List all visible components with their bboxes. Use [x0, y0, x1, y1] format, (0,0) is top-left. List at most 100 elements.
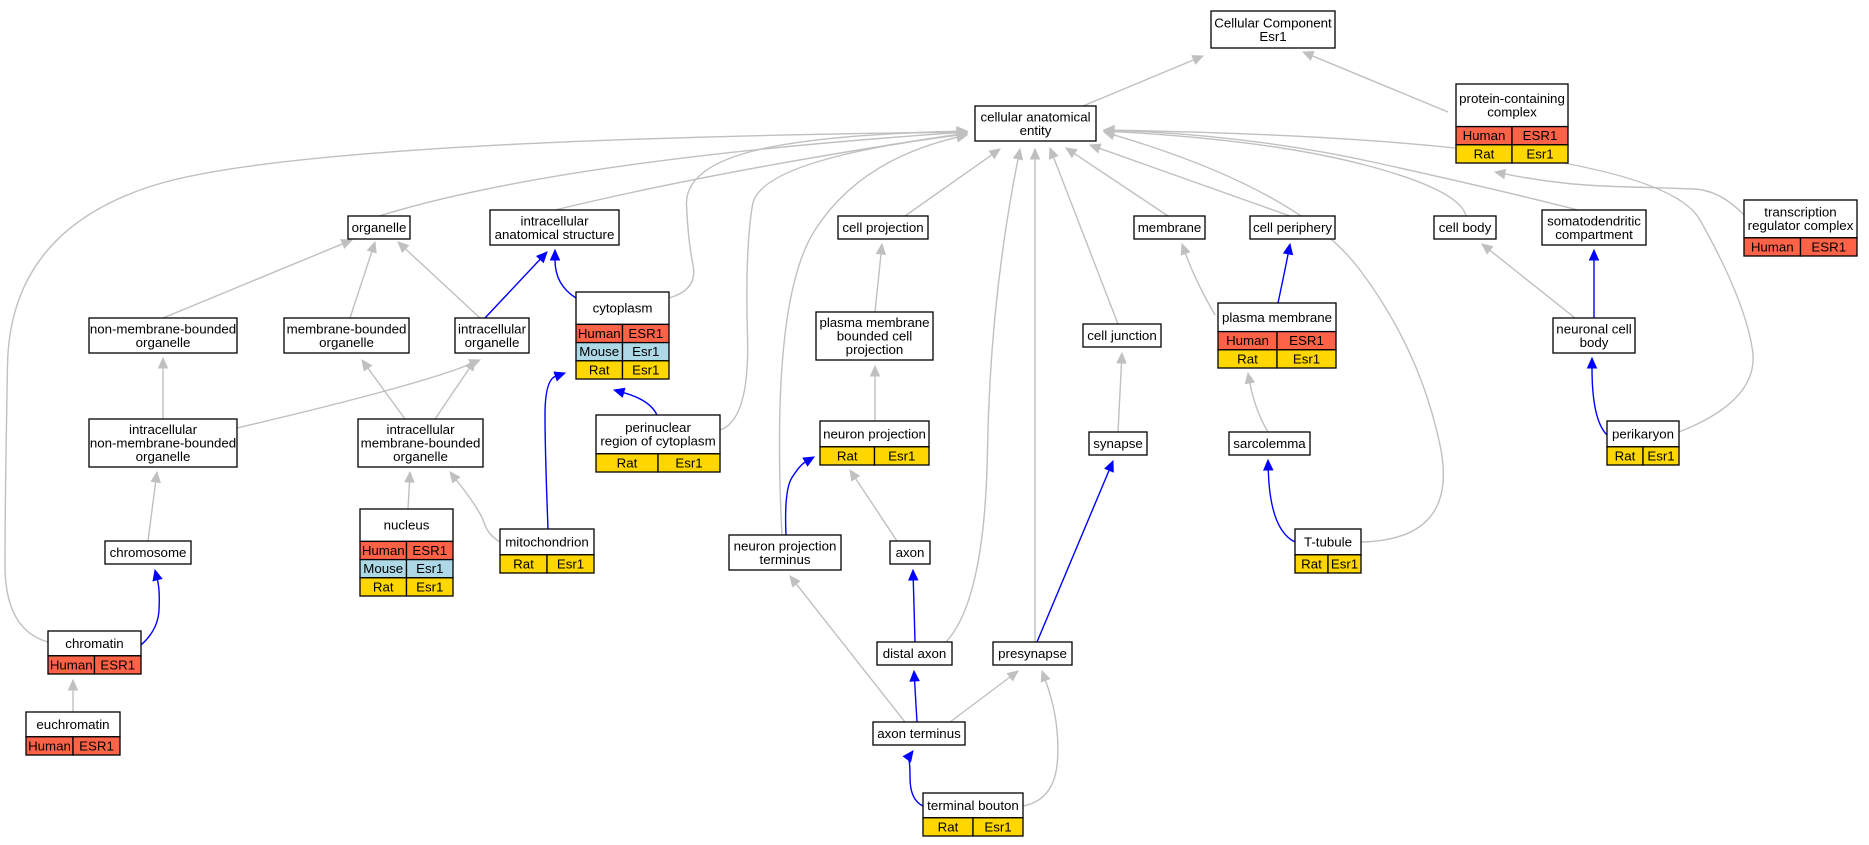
gene-cell	[621, 360, 670, 380]
node-label-line: Esr1	[1259, 29, 1286, 44]
node-label-line: sarcolemma	[1233, 436, 1306, 451]
edge-daxon-cae	[945, 147, 1024, 643]
gene-label: Esr1	[1647, 448, 1674, 463]
species-label: Rat	[1237, 351, 1258, 366]
gene-cell	[405, 577, 454, 597]
node-label-line: intracellular	[387, 422, 456, 437]
edge-imbo-io	[434, 358, 476, 420]
node-header-box	[1606, 420, 1680, 448]
node-cbody: cell body	[1433, 215, 1497, 240]
node-chromo: chromosome	[104, 540, 192, 565]
edge-presyn-cae	[1029, 147, 1041, 642]
edge-inmbo-io	[236, 359, 482, 429]
node-label-line: intracellular	[458, 321, 527, 336]
gene-label: Esr1	[632, 344, 659, 359]
node-label-line: plasma membrane	[819, 315, 929, 330]
node-label-line: anatomical structure	[495, 227, 615, 242]
node-label-line: somatodendritic	[1547, 213, 1641, 228]
node-label-line: synapse	[1093, 436, 1143, 451]
edge-imbo-mbo	[361, 359, 406, 420]
edge-presyn-syn	[1036, 459, 1114, 643]
node-header-box	[499, 528, 595, 556]
node-header-box	[1294, 528, 1362, 556]
gene-cell	[1327, 554, 1362, 574]
gene-cell	[1511, 144, 1569, 164]
gene-cell	[1642, 446, 1680, 466]
node-label-line: cell periphery	[1253, 220, 1332, 235]
species-label: Rat	[938, 819, 959, 834]
node-label-line: membrane	[1138, 220, 1202, 235]
edge-mbo-org	[349, 240, 377, 319]
node-header-box	[359, 508, 454, 543]
edge-cyto-cae	[668, 125, 969, 299]
gene-label: ESR1	[1811, 239, 1846, 254]
node-header-box	[1082, 323, 1162, 348]
node-label-line: non-membrane-bounded	[90, 436, 236, 451]
node-header-box	[88, 418, 238, 468]
edge-euchr-chromatin	[67, 678, 79, 712]
node-label-line: protein-containing	[1459, 91, 1565, 106]
node-header-box	[1217, 302, 1337, 333]
species-label: Human	[1463, 128, 1506, 143]
node-header-box	[1743, 199, 1858, 239]
edge-ncb-cbody	[1481, 243, 1576, 319]
edge-ttub-cae	[1102, 129, 1444, 543]
node-label-line: projection	[846, 342, 904, 357]
gene-label: ESR1	[79, 738, 114, 753]
edge-np-pmbcp	[869, 364, 881, 421]
node-header-box	[728, 534, 842, 571]
gene-cell	[546, 554, 595, 574]
edge-nmbo-org	[162, 239, 354, 319]
edge-axterm-daxon	[909, 669, 920, 723]
species-label: Human	[28, 738, 71, 753]
species-label: Human	[1226, 333, 1269, 348]
node-label-line: membrane-bounded	[361, 436, 481, 451]
node-label-line: intracellular	[129, 422, 198, 437]
edge-pm-memb	[1180, 242, 1216, 316]
species-label: Human	[1751, 239, 1794, 254]
node-label-line: terminal bouton	[927, 798, 1019, 813]
node-header-box	[889, 540, 931, 565]
edge-pcc-cc	[1301, 51, 1449, 113]
edge-tb-axterm	[902, 750, 924, 807]
gene-label: Esr1	[984, 819, 1011, 834]
edge-sarc-pm	[1244, 371, 1269, 433]
node-header-box	[1088, 431, 1148, 456]
node-label-line: terminus	[760, 552, 811, 567]
gene-cell	[93, 655, 142, 675]
node-label-line: cell projection	[842, 220, 923, 235]
node-sarc: sarcolemma	[1228, 431, 1311, 456]
node-header-box	[815, 311, 934, 361]
gene-label: ESR1	[1523, 128, 1558, 143]
node-header-box	[454, 317, 530, 354]
species-label: Rat	[589, 362, 610, 377]
node-label-line: intracellular	[521, 213, 590, 228]
node-header-box	[489, 209, 620, 246]
node-label-line: mitochondrion	[505, 534, 589, 549]
edge-prc-cae	[719, 130, 969, 431]
node-axterm: axon terminus	[872, 721, 966, 746]
edge-io-ias	[484, 251, 548, 319]
edge-ncb-sdc	[1588, 248, 1600, 318]
node-label-line: entity	[1020, 123, 1052, 138]
species-label: Human	[362, 543, 405, 558]
edge-cbody-cae	[1102, 126, 1467, 217]
species-label: Rat	[1474, 146, 1495, 161]
edge-npt-np	[784, 456, 816, 536]
species-label: Rat	[513, 556, 534, 571]
edge-tb-presyn	[1022, 669, 1059, 807]
edge-pmbcp-cproj	[874, 242, 887, 313]
node-header-box	[837, 215, 929, 240]
edge-mito-imbo	[449, 471, 501, 543]
node-header-box	[347, 215, 411, 240]
node-label-line: organelle	[465, 335, 520, 350]
